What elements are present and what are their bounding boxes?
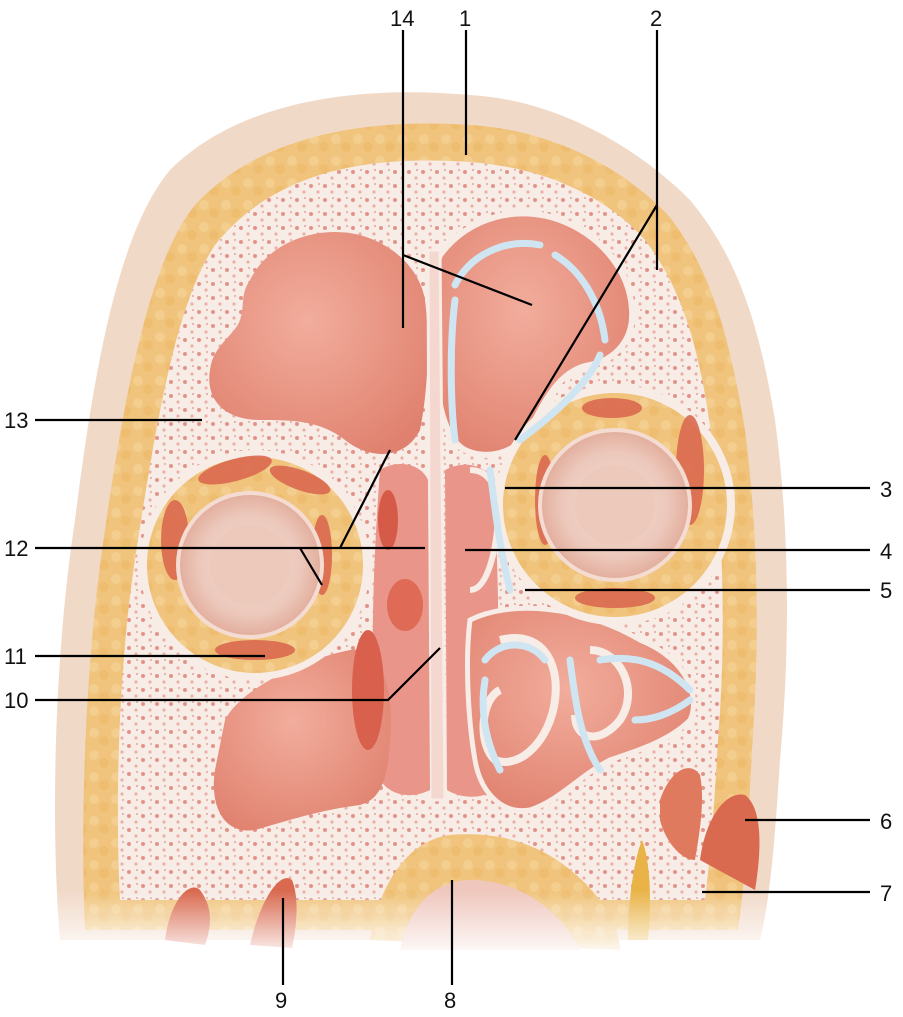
label-5: 5	[880, 580, 892, 602]
label-11: 11	[4, 646, 27, 668]
concha-left-upper	[378, 490, 398, 550]
label-14: 14	[390, 8, 414, 30]
label-10: 10	[4, 690, 28, 712]
concha-left-lower	[352, 630, 384, 750]
label-1: 1	[459, 8, 471, 30]
label-4: 4	[880, 541, 892, 563]
label-7: 7	[880, 883, 892, 905]
concha-left-middle	[387, 579, 423, 631]
label-12: 12	[4, 538, 28, 560]
label-3: 3	[880, 479, 892, 501]
label-2: 2	[650, 8, 662, 30]
label-6: 6	[880, 811, 892, 833]
label-8: 8	[444, 990, 456, 1012]
label-9: 9	[275, 990, 287, 1012]
label-13: 13	[4, 410, 28, 432]
orbit-left	[140, 450, 370, 680]
